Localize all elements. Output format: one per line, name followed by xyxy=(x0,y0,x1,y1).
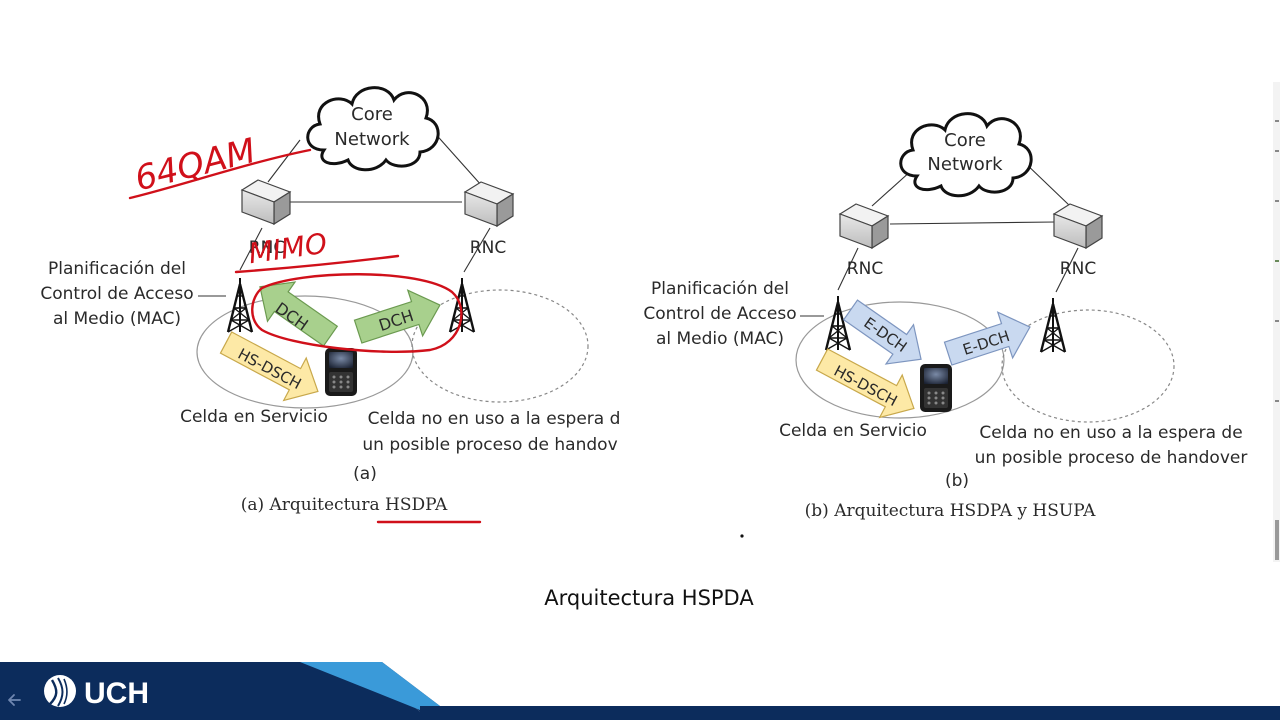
stray-dot xyxy=(740,534,744,538)
serving-cell-label-b: Celda en Servicio xyxy=(779,421,927,441)
mac-label-line3-a: al Medio (MAC) xyxy=(53,309,181,329)
rnc-label-right-b: RNC xyxy=(1060,259,1096,279)
ink-underline-64qam xyxy=(128,148,312,200)
rnc-box-left-a xyxy=(241,179,291,225)
mac-label-line2-b: Control de Acceso xyxy=(643,304,796,324)
network-links-a xyxy=(239,129,491,273)
dch-arrow-up-a xyxy=(259,281,339,347)
standby-cell-ellipse-b xyxy=(1001,309,1175,423)
mac-label-line1-b: Planificación del xyxy=(651,279,789,299)
ink-loop-dch xyxy=(251,273,463,353)
figure-b-hsdpa-hsupa: Core Network RNC RNC Planificación del C… xyxy=(643,112,1248,521)
mac-label-line3-b: al Medio (MAC) xyxy=(656,329,784,349)
phone-icon-a xyxy=(325,348,357,396)
handwritten-64qam: 64QAM xyxy=(131,131,260,199)
tower-icon-standby-a xyxy=(448,276,476,334)
caption-b: (b) Arquitectura HSDPA y HSUPA xyxy=(805,501,1096,521)
uch-logo-icon xyxy=(44,675,76,707)
hsdsch-arrow-a xyxy=(219,331,319,402)
figure-a-hsdpa: Core Network RNC RNC Planificación del C… xyxy=(40,86,621,515)
core-network-label-line2-b: Network xyxy=(927,154,1003,175)
core-network-label-line1-b: Core xyxy=(944,130,986,151)
hsdsch-arrow-b xyxy=(815,348,915,419)
arrow-left-icon[interactable] xyxy=(8,694,21,706)
tower-icon-serving-b xyxy=(824,294,852,352)
tower-icon-standby-b xyxy=(1039,296,1067,354)
uch-logo-text: UCH xyxy=(84,677,149,710)
standby-cell-label-line2-b: un posible proceso de handover xyxy=(975,448,1248,468)
core-network-label-line1: Core xyxy=(351,104,393,125)
rnc-box-right-b xyxy=(1053,203,1103,249)
serving-cell-ellipse-b xyxy=(795,301,1005,419)
caption-a-highlight: HSDPA xyxy=(385,495,448,515)
rnc-box-left-b xyxy=(839,203,889,249)
mac-label-line1-a: Planificación del xyxy=(48,259,186,279)
standby-cell-label-line2-a: un posible proceso de handov xyxy=(362,435,617,455)
edch-arrow-right-b xyxy=(943,311,1031,366)
rnc-box-right-a xyxy=(464,181,514,227)
figure-letter-a: (a) xyxy=(353,464,377,484)
core-network-label-line2: Network xyxy=(334,129,410,150)
standby-cell-label-line1-a: Celda no en uso a la espera d xyxy=(368,409,621,429)
rnc-label-left-a: RNC xyxy=(249,238,285,258)
dch-arrow-right-a xyxy=(353,289,441,344)
mac-label-line2-a: Control de Acceso xyxy=(40,284,193,304)
footer-bar xyxy=(0,662,1280,720)
slide-title: Arquitectura HSPDA xyxy=(544,586,754,610)
ink-underline-mimo xyxy=(234,254,400,274)
rnc-label-left-b: RNC xyxy=(847,259,883,279)
caption-a: (a) Arquitectura HSDPA xyxy=(241,495,448,515)
standby-cell-label-line1-b: Celda no en uso a la espera de xyxy=(979,423,1242,443)
figure-letter-b: (b) xyxy=(945,471,969,491)
serving-cell-label-a: Celda en Servicio xyxy=(180,407,328,427)
uch-logo: UCH xyxy=(44,675,149,710)
phone-icon-b xyxy=(920,364,952,412)
edch-arrow-up-b xyxy=(842,299,922,365)
tower-icon-serving-a xyxy=(226,276,254,334)
standby-cell-ellipse-a xyxy=(411,289,589,403)
caption-a-prefix: (a) Arquitectura xyxy=(241,495,385,515)
right-edge-strip xyxy=(1273,82,1280,562)
rnc-label-right-a: RNC xyxy=(470,238,506,258)
